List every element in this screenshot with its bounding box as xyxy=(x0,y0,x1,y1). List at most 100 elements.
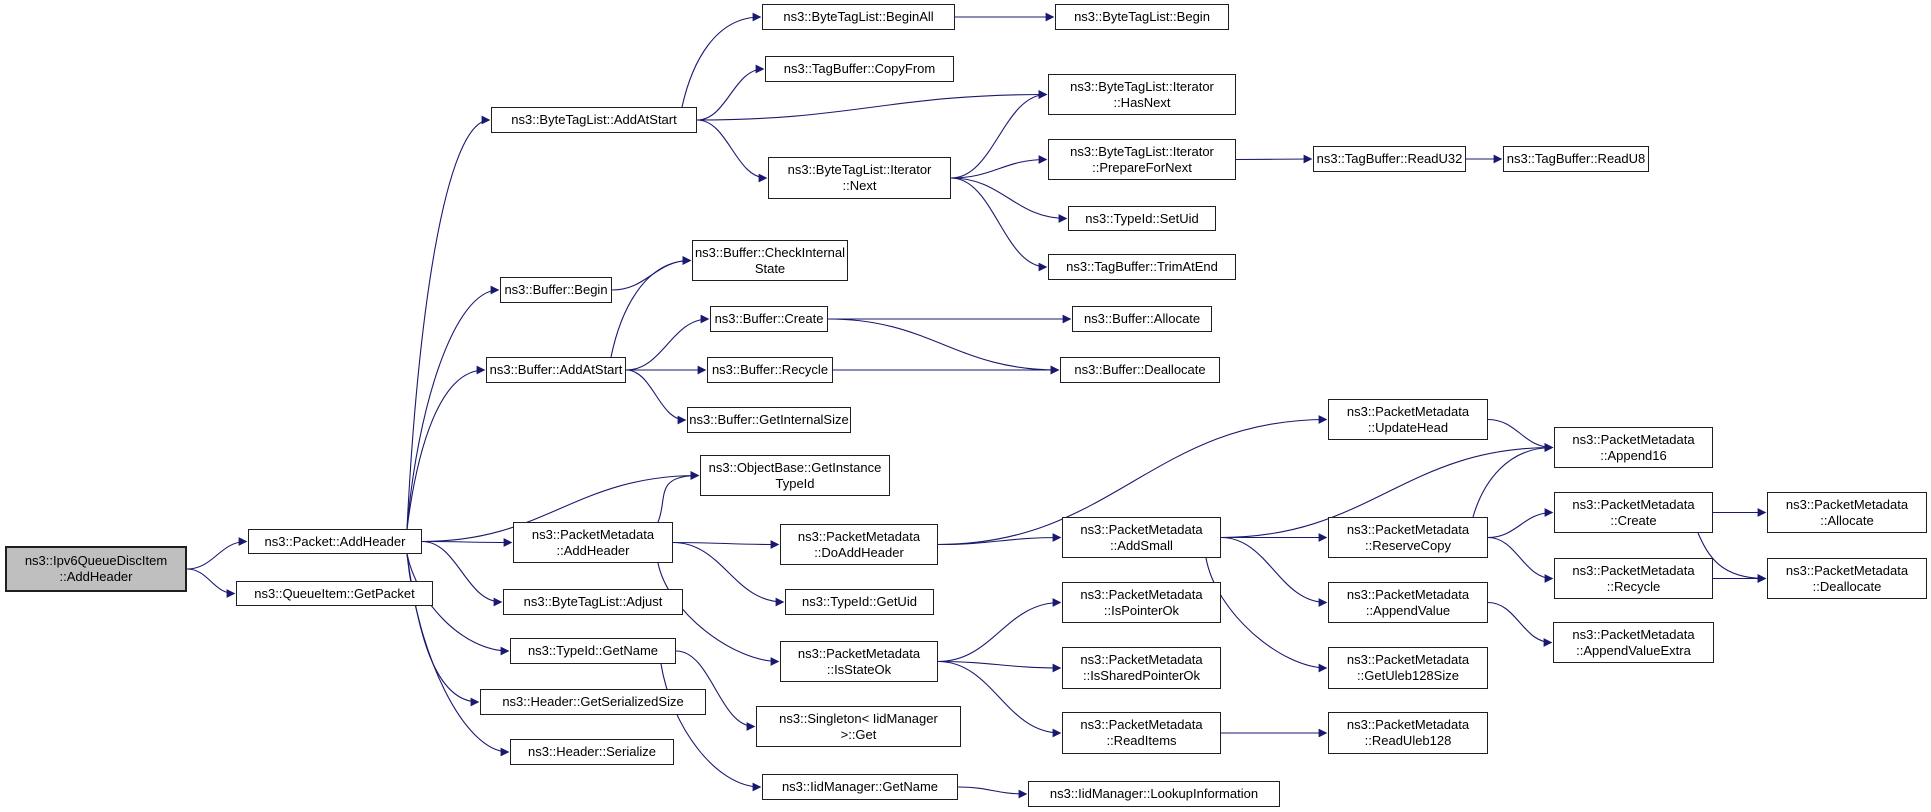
graph-node-packetmetadata-addsmall[interactable]: ns3::PacketMetadata::AddSmall xyxy=(1062,517,1221,558)
graph-node-buffer-addatstart[interactable]: ns3::Buffer::AddAtStart xyxy=(486,357,626,383)
graph-node-label: ns3::PacketMetadata xyxy=(797,528,921,544)
graph-node-packetmetadata-addheader[interactable]: ns3::PacketMetadata::AddHeader xyxy=(513,522,673,563)
graph-node-label: ns3::PacketMetadata xyxy=(1346,521,1470,537)
graph-node-label: ns3::ObjectBase::GetInstance xyxy=(708,459,882,475)
graph-node-packetmetadata-readuleb128[interactable]: ns3::PacketMetadata::ReadUleb128 xyxy=(1328,712,1488,754)
graph-node-packetmetadata-appendvalue[interactable]: ns3::PacketMetadata::AppendValue xyxy=(1328,582,1488,623)
graph-node-bytetaglist-begin[interactable]: ns3::ByteTagList::Begin xyxy=(1055,4,1229,30)
graph-node-packetmetadata-create[interactable]: ns3::PacketMetadata::Create xyxy=(1554,492,1713,533)
graph-edge-buffer-create--buffer-deallocate xyxy=(827,318,1060,375)
graph-edge-buffer-addatstart--buffer-getinternalsize xyxy=(625,369,687,425)
graph-node-label: ns3::TypeId::GetUid xyxy=(802,594,917,609)
graph-node-packetmetadata-readitems[interactable]: ns3::PacketMetadata::ReadItems xyxy=(1062,712,1221,754)
graph-edge-bytetaglist-iterator-preparefornext--tagbuffer-readu32 xyxy=(1235,154,1313,164)
graph-node-packetmetadata-doaddheader[interactable]: ns3::PacketMetadata::DoAddHeader xyxy=(780,524,938,565)
graph-node-bytetaglist-beginall[interactable]: ns3::ByteTagList::BeginAll xyxy=(762,4,955,30)
graph-node-label: ns3::Buffer::Recycle xyxy=(711,362,829,377)
graph-node-bytetaglist-adjust[interactable]: ns3::ByteTagList::Adjust xyxy=(503,589,683,615)
graph-node-tagbuffer-trimatend[interactable]: ns3::TagBuffer::TrimAtEnd xyxy=(1048,254,1236,280)
graph-node-buffer-getinternalsize[interactable]: ns3::Buffer::GetInternalSize xyxy=(687,407,851,433)
graph-edge-packetmetadata-isstateok--packetmetadata-issharedpointerok xyxy=(937,660,1062,673)
graph-node-bytetaglist-iterator-next[interactable]: ns3::ByteTagList::Iterator::Next xyxy=(768,157,951,199)
graph-node-packetmetadata-reservecopy[interactable]: ns3::PacketMetadata::ReserveCopy xyxy=(1328,517,1488,558)
graph-node-packetmetadata-allocate[interactable]: ns3::PacketMetadata::Allocate xyxy=(1767,492,1927,533)
graph-node-tagbuffer-copyfrom[interactable]: ns3::TagBuffer::CopyFrom xyxy=(765,56,954,82)
graph-node-label: ::Next xyxy=(842,178,877,193)
graph-node-header-serialize[interactable]: ns3::Header::Serialize xyxy=(510,739,674,765)
graph-node-packetmetadata-appendvalueextra[interactable]: ns3::PacketMetadata::AppendValueExtra xyxy=(1553,622,1714,663)
graph-node-typeid-getuid[interactable]: ns3::TypeId::GetUid xyxy=(785,589,934,615)
graph-edge-packetmetadata-reservecopy--packetmetadata-create xyxy=(1487,508,1554,539)
graph-node-label: ::AppendValue xyxy=(1365,602,1451,618)
graph-node-label: ::Recycle xyxy=(1606,578,1661,594)
graph-node-label: ns3::ByteTagList::Iterator xyxy=(1070,78,1214,94)
graph-node-label: ns3::Buffer::Begin xyxy=(504,282,608,297)
graph-node-typeid-getname[interactable]: ns3::TypeId::GetName xyxy=(510,638,676,664)
graph-node-packetmetadata-recycle[interactable]: ns3::PacketMetadata::Recycle xyxy=(1554,558,1713,599)
graph-node-label: ns3::Header::Serialize xyxy=(528,744,656,759)
graph-node-buffer-deallocate[interactable]: ns3::Buffer::Deallocate xyxy=(1060,357,1220,383)
graph-node-label: ::Append16 xyxy=(1600,447,1667,463)
graph-node-typeid-setuid[interactable]: ns3::TypeId::SetUid xyxy=(1068,206,1216,231)
graph-edge-packetmetadata-addheader--packetmetadata-doaddheader xyxy=(672,540,780,549)
graph-node-buffer-begin[interactable]: ns3::Buffer::Begin xyxy=(500,277,612,303)
graph-node-packet-addheader[interactable]: ns3::Packet::AddHeader xyxy=(248,529,422,554)
graph-node-bytetaglist-iterator-hasnext[interactable]: ns3::ByteTagList::Iterator::HasNext xyxy=(1048,74,1236,115)
graph-node-packetmetadata-ispointerok[interactable]: ns3::PacketMetadata::IsPointerOk xyxy=(1062,582,1221,623)
graph-node-buffer-create[interactable]: ns3::Buffer::Create xyxy=(710,306,828,332)
graph-node-label: ns3::PacketMetadata xyxy=(1785,496,1909,512)
graph-node-iidmanager-getname[interactable]: ns3::IidManager::GetName xyxy=(762,774,958,800)
graph-node-label: ns3::PacketMetadata xyxy=(1080,521,1203,537)
graph-node-label: ns3::Buffer::Allocate xyxy=(1083,311,1201,326)
graph-node-label: ns3::PacketMetadata xyxy=(1572,496,1695,512)
graph-edge-bytetaglist-iterator-next--tagbuffer-trimatend xyxy=(950,177,1048,272)
graph-node-singleton-iidmanager-get[interactable]: ns3::Singleton< IidManager>::Get xyxy=(756,706,961,747)
graph-node-bytetaglist-addatstart[interactable]: ns3::ByteTagList::AddAtStart xyxy=(491,107,697,133)
graph-node-packetmetadata-append16[interactable]: ns3::PacketMetadata::Append16 xyxy=(1554,427,1713,468)
graph-node-label: ns3::PacketMetadata xyxy=(1346,652,1470,667)
graph-node-label: ::ReadUleb128 xyxy=(1364,733,1452,748)
graph-node-buffer-allocate[interactable]: ns3::Buffer::Allocate xyxy=(1072,306,1212,332)
graph-node-buffer-recycle[interactable]: ns3::Buffer::Recycle xyxy=(707,357,833,383)
graph-node-packetmetadata-updatehead[interactable]: ns3::PacketMetadata::UpdateHead xyxy=(1328,399,1488,440)
graph-node-packetmetadata-issharedpointerok[interactable]: ns3::PacketMetadata::IsSharedPointerOk xyxy=(1062,647,1221,689)
graph-node-label: ns3::Ipv6QueueDiscItem xyxy=(24,553,168,568)
graph-node-ipv6-queuediscitem-addheader: ns3::Ipv6QueueDiscItem::AddHeader xyxy=(5,546,187,592)
graph-edge-packetmetadata-addsmall--packetmetadata-append16 xyxy=(1220,443,1554,539)
graph-edge-iidmanager-getname--iidmanager-lookupinformation xyxy=(957,786,1028,799)
graph-node-label: ::PrepareForNext xyxy=(1092,159,1192,175)
graph-edge-bytetaglist-iterator-next--bytetaglist-iterator-preparefornext xyxy=(950,155,1048,179)
graph-node-label: ::Allocate xyxy=(1820,512,1874,528)
graph-node-label: ::IsPointerOk xyxy=(1103,602,1180,618)
graph-node-iidmanager-lookupinformation[interactable]: ns3::IidManager::LookupInformation xyxy=(1028,781,1280,807)
graph-node-label: ::AddHeader xyxy=(59,569,133,584)
graph-node-label: ns3::ByteTagList::Iterator xyxy=(1070,143,1214,159)
graph-edge-packetmetadata-create--packetmetadata-deallocate xyxy=(1697,532,1767,583)
graph-edge-packetmetadata-addheader--packetmetadata-isstateok xyxy=(657,562,780,666)
graph-node-label: ns3::PacketMetadata xyxy=(1080,652,1203,667)
graph-node-label: ns3::Buffer::AddAtStart xyxy=(489,362,623,377)
graph-node-label: ns3::PacketMetadata xyxy=(1346,586,1470,602)
graph-edge-packetmetadata-isstateok--packetmetadata-readitems xyxy=(937,660,1062,738)
graph-node-packetmetadata-getuleb128size[interactable]: ns3::PacketMetadata::GetUleb128Size xyxy=(1328,647,1488,689)
graph-node-packetmetadata-isstateok[interactable]: ns3::PacketMetadata::IsStateOk xyxy=(780,641,938,682)
graph-edge-packetmetadata-reservecopy--packetmetadata-append16 xyxy=(1472,443,1554,518)
graph-node-header-getserializedsize[interactable]: ns3::Header::GetSerializedSize xyxy=(480,689,706,715)
graph-node-label: ns3::Buffer::GetInternalSize xyxy=(689,412,849,427)
graph-edge-packetmetadata-addheader--objectbase-getinstancetypeid xyxy=(657,471,700,523)
graph-node-tagbuffer-readu8[interactable]: ns3::TagBuffer::ReadU8 xyxy=(1503,146,1649,172)
graph-edge-bytetaglist-iterator-next--bytetaglist-iterator-hasnext xyxy=(950,90,1048,179)
graph-node-bytetaglist-iterator-preparefornext[interactable]: ns3::ByteTagList::Iterator::PrepareForNe… xyxy=(1048,139,1236,180)
graph-node-label: ::UpdateHead xyxy=(1367,419,1449,435)
graph-edge-packet-addheader--header-getserializedsize xyxy=(406,553,480,707)
graph-node-packetmetadata-deallocate[interactable]: ns3::PacketMetadata::Deallocate xyxy=(1767,558,1927,599)
graph-edge-packetmetadata-addheader--typeid-getuid xyxy=(672,541,785,607)
graph-node-queueitem-getpacket[interactable]: ns3::QueueItem::GetPacket xyxy=(236,581,433,606)
graph-node-label: ns3::PacketMetadata xyxy=(1080,717,1203,732)
graph-edge-packet-addheader--packetmetadata-addheader xyxy=(421,538,513,547)
graph-node-label: ns3::ByteTagList::BeginAll xyxy=(783,9,934,24)
graph-node-tagbuffer-readu32[interactable]: ns3::TagBuffer::ReadU32 xyxy=(1313,146,1466,172)
